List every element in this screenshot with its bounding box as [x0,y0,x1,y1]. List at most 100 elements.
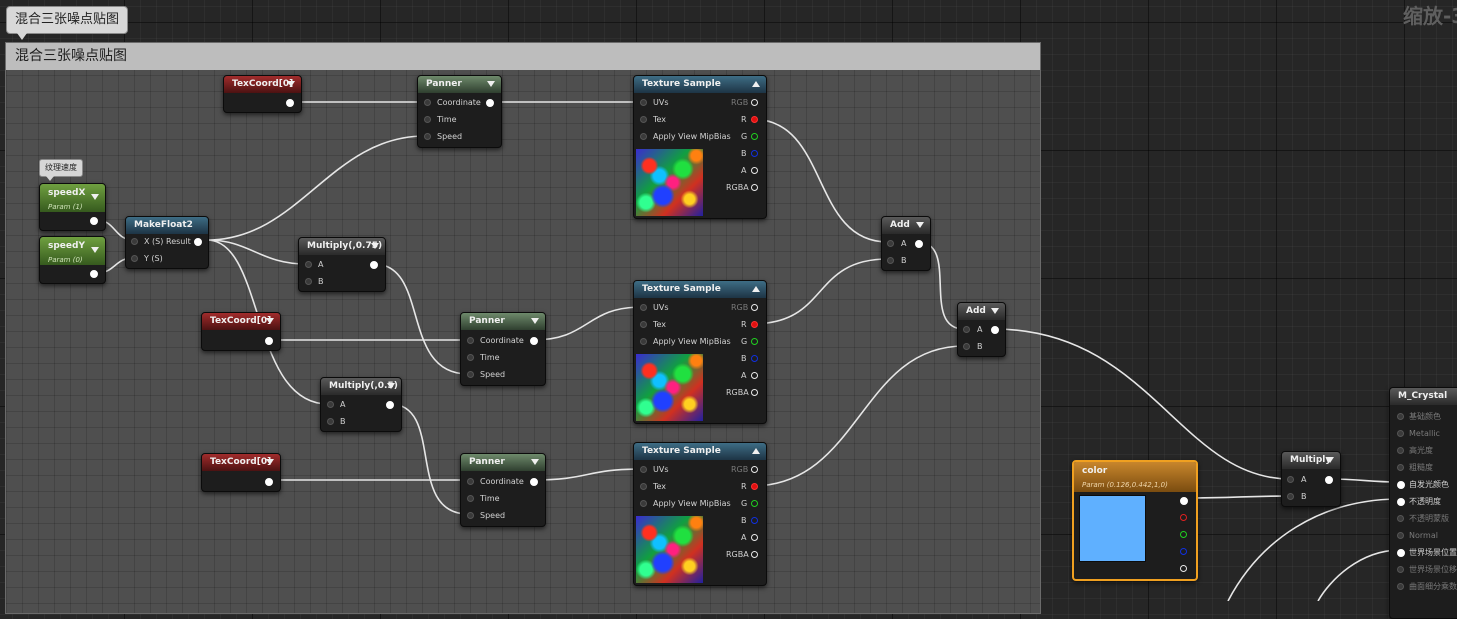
output-pin[interactable] [265,337,273,345]
output-pin-r[interactable] [751,116,758,123]
input-pin-b[interactable] [887,257,894,264]
texture-sample-node-3[interactable]: Texture Sample UVs Tex Apply View MipBia… [633,442,767,586]
panner-node-1[interactable]: Panner Coordinate Time Speed [417,75,502,148]
input-pin-mipbias[interactable] [640,500,647,507]
collapse-arrow-icon[interactable] [531,459,539,465]
input-pin-a[interactable] [327,401,334,408]
output-pin-r[interactable] [751,483,758,490]
input-pin-coordinate[interactable] [467,478,474,485]
collapse-arrow-icon[interactable] [371,243,379,249]
collapse-arrow-icon[interactable] [991,308,999,314]
panner-node-3[interactable]: Panner Coordinate Time Speed [460,453,546,527]
output-pin-rgb[interactable] [751,99,758,106]
input-pin-coordinate[interactable] [424,99,431,106]
output-pin[interactable] [915,240,923,248]
input-pin-a[interactable] [963,326,970,333]
multiply-node-05[interactable]: Multiply(,0.5) A B [320,377,402,432]
output-pin-g[interactable] [751,500,758,507]
input-pin-time[interactable] [467,495,474,502]
output-pin-rgba[interactable] [751,551,758,558]
input-pin-a[interactable] [887,240,894,247]
output-pin-a[interactable] [751,167,758,174]
texcoord-node-2[interactable]: TexCoord[0] [201,312,281,351]
add-node-2[interactable]: Add A B [957,302,1006,357]
input-pin-b[interactable] [963,343,970,350]
comment-bubble[interactable]: 混合三张噪点贴图 [6,6,129,40]
collapse-arrow-icon[interactable] [487,81,495,87]
input-pin-speed[interactable] [467,512,474,519]
material-input-pin[interactable] [1397,447,1404,454]
output-pin-rgb[interactable] [751,466,758,473]
output-pin[interactable] [386,401,394,409]
input-pin-speed[interactable] [467,371,474,378]
material-input-pin[interactable] [1397,515,1404,522]
output-pin[interactable] [90,270,98,278]
material-input-pin[interactable] [1397,532,1404,539]
output-pin[interactable] [265,478,273,486]
output-pin-rgb[interactable] [1180,497,1188,505]
material-input-pin[interactable] [1397,430,1404,437]
output-pin[interactable] [370,261,378,269]
param-comment-bubble[interactable]: 纹理速度 [39,159,83,181]
output-pin-r[interactable] [751,321,758,328]
output-pin-r[interactable] [1180,514,1187,521]
material-input-pin[interactable] [1397,481,1405,489]
input-pin-uvs[interactable] [640,304,647,311]
input-pin-a[interactable] [1287,476,1294,483]
output-pin-a[interactable] [751,372,758,379]
material-input-pin[interactable] [1397,498,1405,506]
comment-box-title[interactable]: 混合三张噪点贴图 [6,43,1040,70]
collapse-arrow-icon[interactable] [266,459,274,465]
input-pin-uvs[interactable] [640,466,647,473]
collapse-arrow-icon[interactable] [752,286,760,292]
material-input-pin[interactable] [1397,464,1404,471]
output-pin-g[interactable] [1180,531,1187,538]
output-pin-a[interactable] [751,534,758,541]
texcoord-node-1[interactable]: TexCoord[0] [223,75,302,113]
input-pin-y[interactable] [131,255,138,262]
param-node-speedx[interactable]: speedX Param (1) [39,183,106,231]
input-pin-mipbias[interactable] [640,338,647,345]
param-node-speedy[interactable]: speedY Param (0) [39,236,106,284]
input-pin-mipbias[interactable] [640,133,647,140]
material-input-pin[interactable] [1397,583,1404,590]
collapse-arrow-icon[interactable] [531,318,539,324]
input-pin-coordinate[interactable] [467,337,474,344]
add-node-1[interactable]: Add A B [881,216,931,271]
input-pin-time[interactable] [424,116,431,123]
output-pin-rgba[interactable] [751,389,758,396]
input-pin-tex[interactable] [640,116,647,123]
input-pin-b[interactable] [305,278,312,285]
input-pin-speed[interactable] [424,133,431,140]
output-pin[interactable] [530,337,538,345]
input-pin-uvs[interactable] [640,99,647,106]
output-pin-g[interactable] [751,133,758,140]
collapse-arrow-icon[interactable] [916,222,924,228]
material-input-pin[interactable] [1397,413,1404,420]
collapse-arrow-icon[interactable] [91,194,99,200]
collapse-arrow-icon[interactable] [387,383,395,389]
output-pin[interactable] [1325,476,1333,484]
material-input-pin[interactable] [1397,549,1405,557]
input-pin-time[interactable] [467,354,474,361]
param-node-color[interactable]: color Param (0.126,0.442,1,0) [1072,460,1198,581]
input-pin-tex[interactable] [640,321,647,328]
multiply-node-075[interactable]: Multiply(,0.75) A B [298,237,386,292]
input-pin-x[interactable] [131,238,138,245]
output-pin-rgb[interactable] [751,304,758,311]
output-pin[interactable] [194,238,202,246]
makefloat2-node[interactable]: MakeFloat2 X (S) Result Y (S) [125,216,209,269]
texture-sample-node-1[interactable]: Texture Sample UVs Tex Apply View MipBia… [633,75,767,219]
input-pin-b[interactable] [1287,493,1294,500]
output-pin-g[interactable] [751,338,758,345]
collapse-arrow-icon[interactable] [752,448,760,454]
output-pin[interactable] [486,99,494,107]
output-pin-a[interactable] [1180,565,1187,572]
collapse-arrow-icon[interactable] [752,81,760,87]
output-pin[interactable] [286,99,294,107]
texcoord-node-3[interactable]: TexCoord[0] [201,453,281,492]
collapse-arrow-icon[interactable] [266,318,274,324]
output-pin-rgba[interactable] [751,184,758,191]
collapse-arrow-icon[interactable] [1326,457,1334,463]
